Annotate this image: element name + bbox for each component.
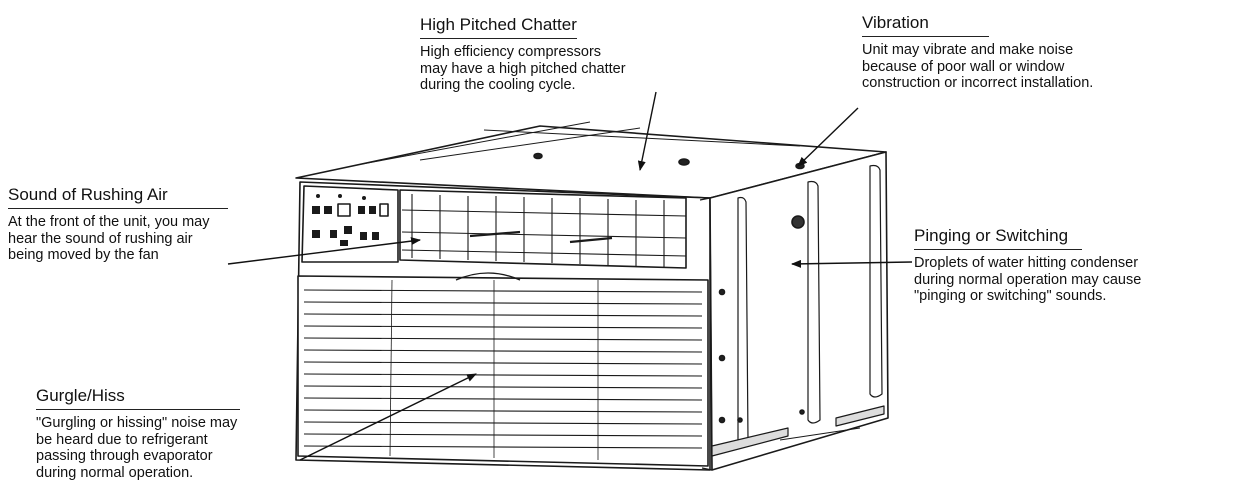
chatter-leader-line — [637, 91, 657, 171]
callout-high-pitched-chatter: High Pitched Chatter High efficiency com… — [420, 15, 626, 94]
callout-description: "Gurgling or hissing" noise may be heard… — [36, 415, 238, 481]
callout-pinging-or-switching: Pinging or Switching Droplets of water h… — [914, 226, 1141, 305]
gurgle-leader-line — [299, 373, 477, 461]
callout-sound-of-rushing-air: Sound of Rushing Air At the front of the… — [8, 185, 228, 264]
top-air-vent — [399, 189, 687, 269]
front-intake-grille — [297, 275, 709, 467]
callout-description: At the front of the unit, you may hear t… — [8, 214, 210, 263]
vibration-leader-line — [797, 107, 859, 167]
callout-title: High Pitched Chatter — [420, 15, 577, 39]
callout-gurgle-hiss: Gurgle/Hiss "Gurgling or hissing" noise … — [36, 386, 240, 481]
callout-description: Droplets of water hitting condenser duri… — [914, 255, 1142, 304]
unit-side-panel — [709, 151, 889, 471]
callout-title: Sound of Rushing Air — [8, 185, 228, 209]
callout-title: Vibration — [862, 13, 989, 37]
callout-vibration: Vibration Unit may vibrate and make nois… — [862, 13, 1093, 92]
callout-description: High efficiency compressors may have a h… — [420, 44, 626, 93]
callout-title: Pinging or Switching — [914, 226, 1083, 250]
callout-title: Gurgle/Hiss — [36, 386, 240, 410]
rushing-air-leader-line — [227, 237, 421, 265]
pinging-leader-line — [791, 259, 913, 268]
control-panel — [301, 185, 399, 263]
callout-description: Unit may vibrate and make noise because … — [862, 42, 1094, 91]
